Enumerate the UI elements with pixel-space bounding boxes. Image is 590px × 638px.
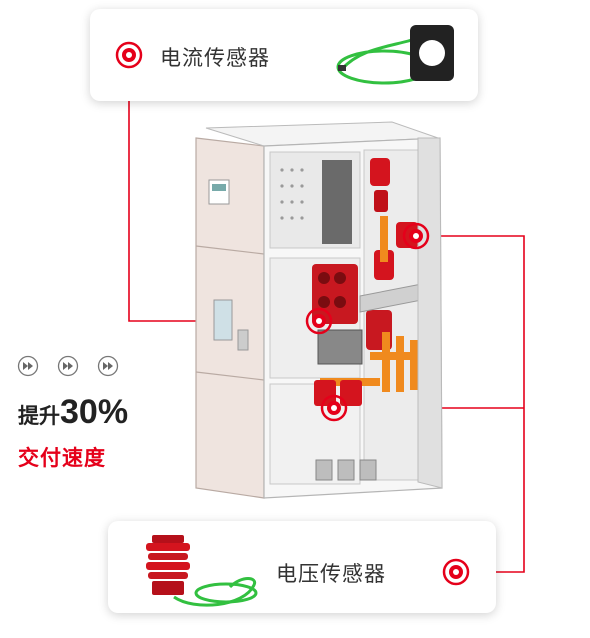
- fast-forward-icon: [57, 355, 79, 377]
- voltage-sensor-card[interactable]: 电压传感器: [108, 521, 496, 613]
- boost-text: 提升30%: [18, 393, 128, 432]
- boost-label: 提升: [18, 404, 60, 428]
- boost-value: 30%: [60, 393, 129, 431]
- voltage-sensor-title: 电压传感器: [276, 562, 386, 586]
- fast-forward-icon: [97, 355, 119, 377]
- fast-forward-icon: [17, 355, 39, 377]
- target-icon: [115, 41, 143, 69]
- current-sensor-card[interactable]: 电流传感器: [90, 9, 478, 101]
- target-icon[interactable]: [401, 221, 431, 251]
- current-sensor-title: 电流传感器: [160, 46, 270, 70]
- target-icon[interactable]: [319, 393, 349, 423]
- speed-label: 交付速度: [18, 446, 106, 470]
- target-icon: [442, 558, 470, 586]
- current-sensor-image: [336, 25, 454, 85]
- voltage-sensor-image: [146, 535, 258, 607]
- target-icon[interactable]: [304, 306, 334, 336]
